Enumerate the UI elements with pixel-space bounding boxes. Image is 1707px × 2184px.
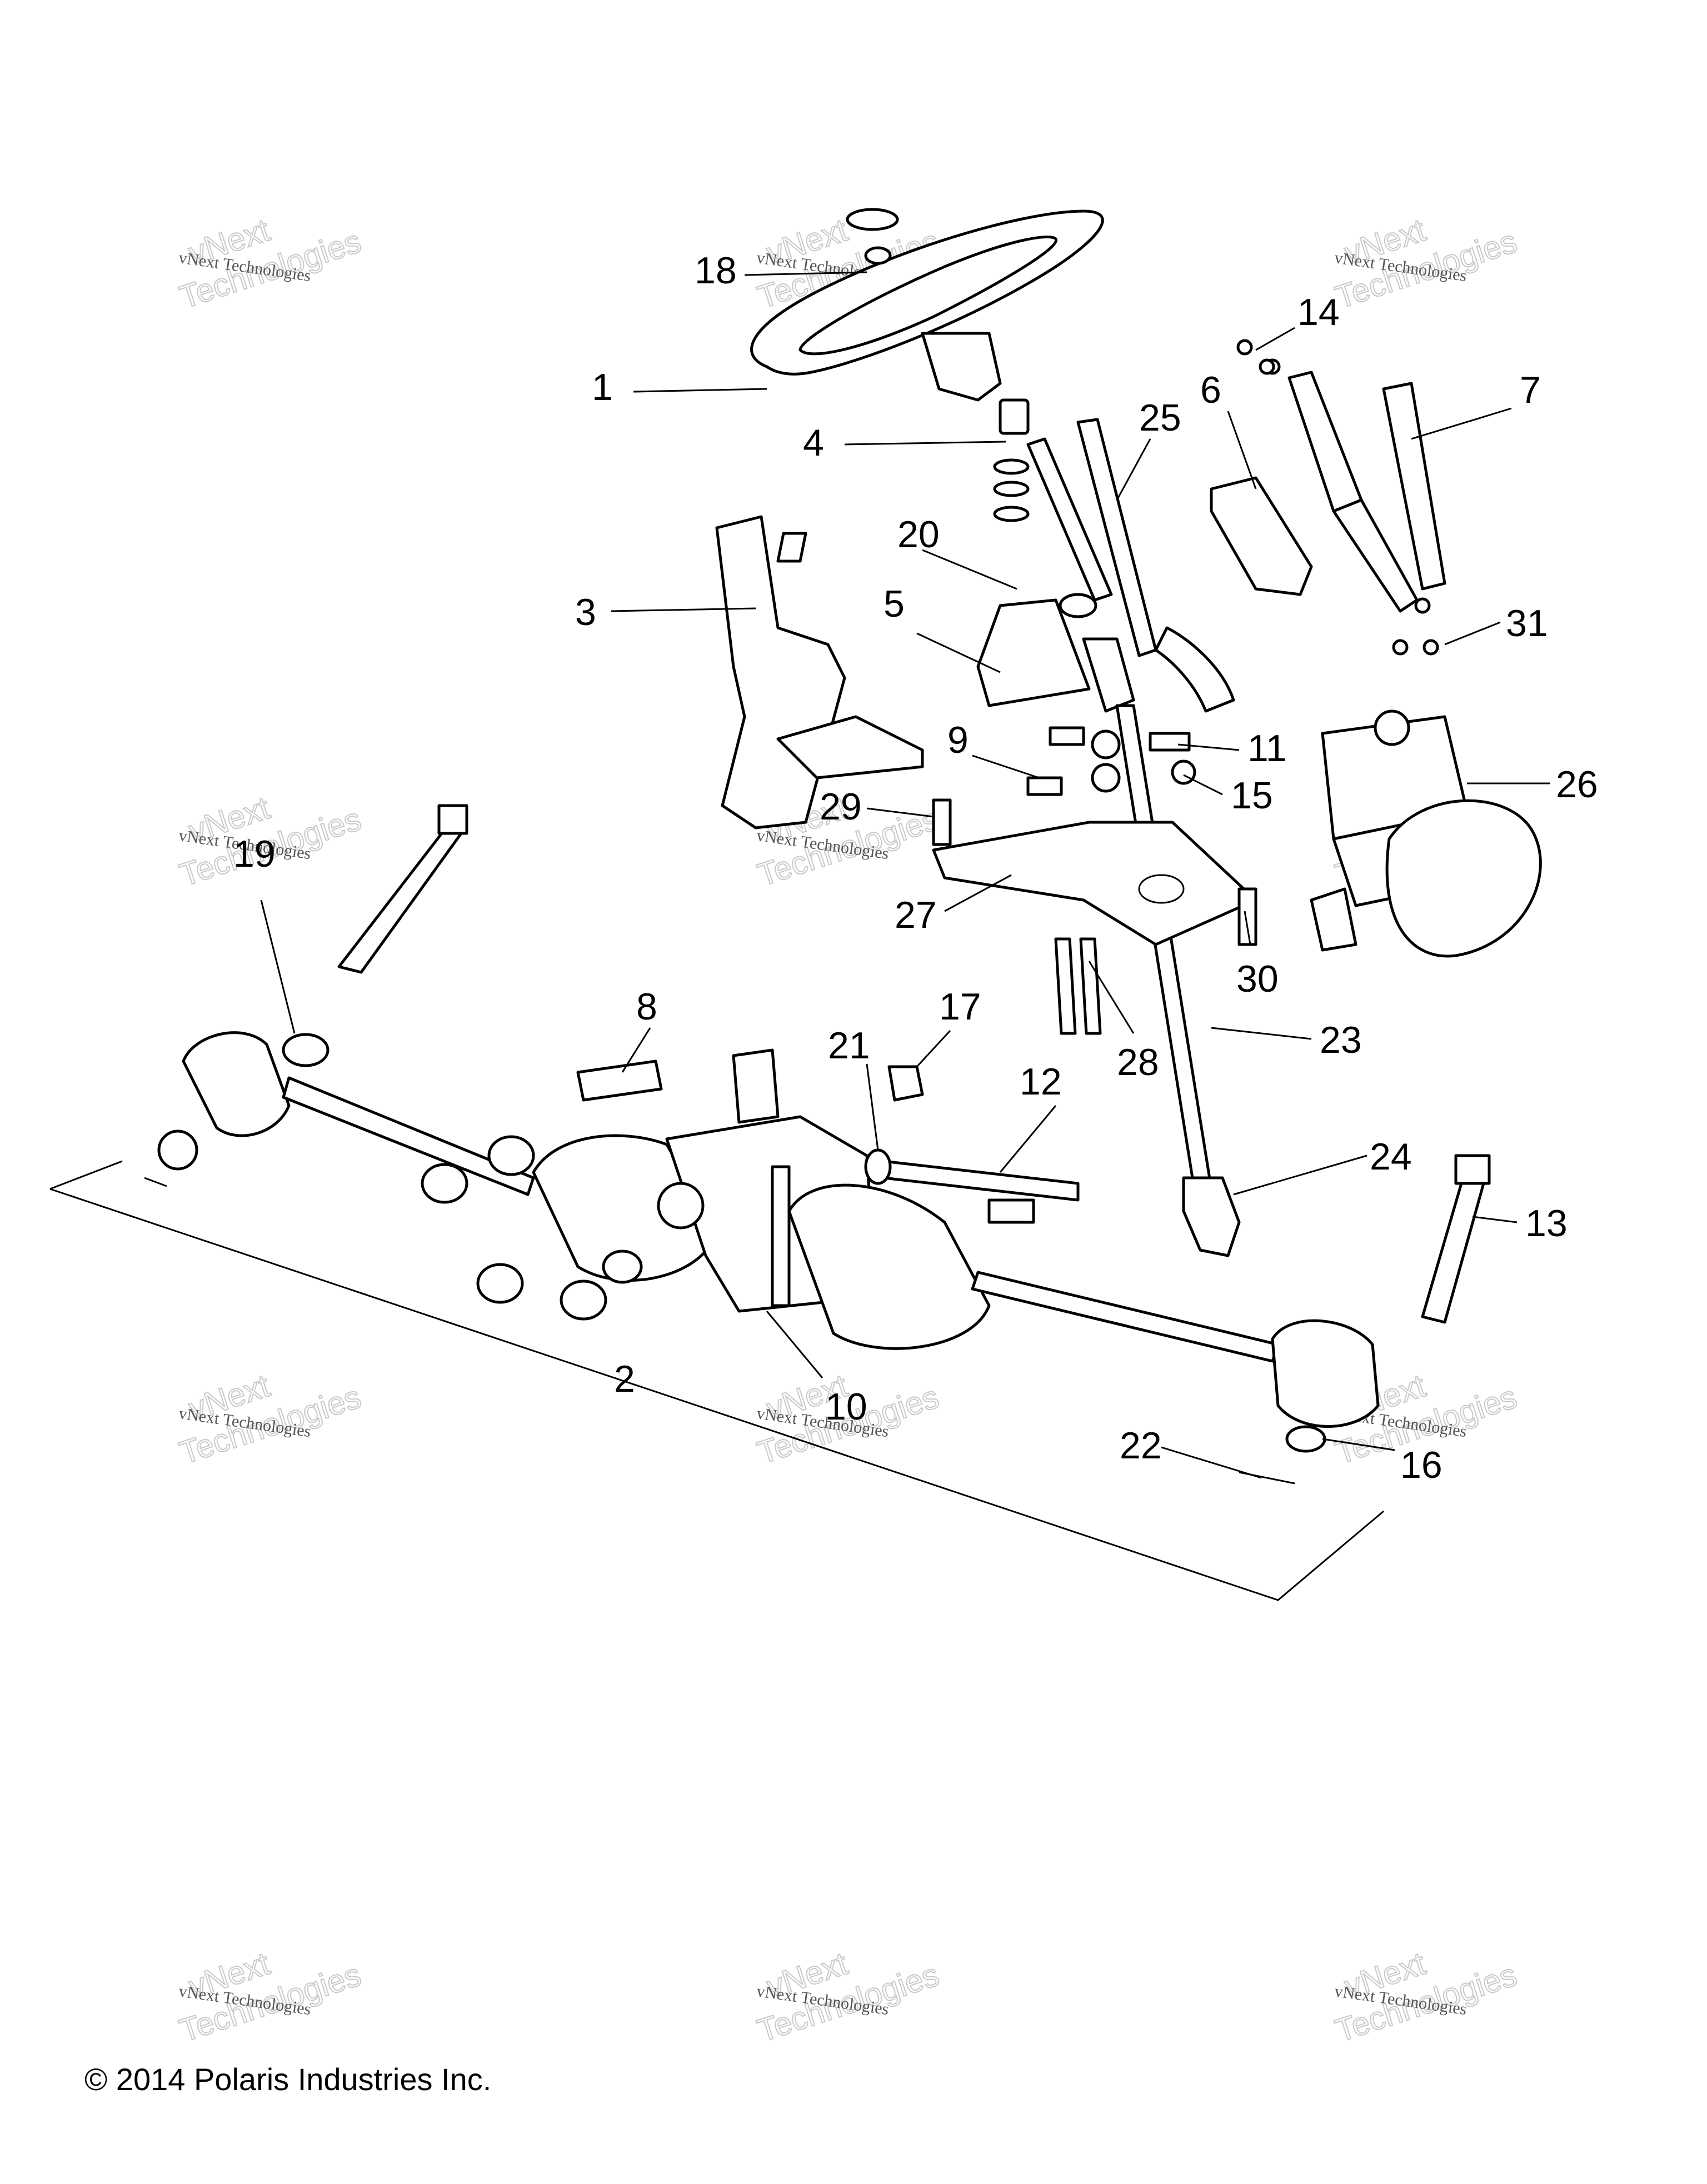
rack-bushings bbox=[421, 1135, 643, 1321]
callouts: 18 1 4 14 25 6 7 3 20 5 31 9 11 15 26 29… bbox=[233, 249, 1598, 1486]
watermark: vNext Technologies vNext Technologies bbox=[752, 1945, 944, 2050]
callout-2: 2 bbox=[614, 1358, 635, 1400]
callout-10: 10 bbox=[825, 1386, 867, 1428]
watermark: vNext Technologies vNext Technologies bbox=[174, 1945, 366, 2050]
callout-3: 3 bbox=[575, 591, 596, 633]
rack-bolts bbox=[576, 1059, 1080, 1224]
callout-9: 9 bbox=[947, 719, 969, 761]
callout-31: 31 bbox=[1506, 602, 1548, 644]
callout-8: 8 bbox=[636, 986, 657, 1028]
shaft-cover bbox=[976, 598, 1091, 707]
callout-21: 21 bbox=[828, 1024, 870, 1067]
callout-30: 30 bbox=[1236, 958, 1279, 1000]
callout-7: 7 bbox=[1520, 369, 1541, 411]
callout-11: 11 bbox=[1247, 727, 1287, 769]
mounting-plate bbox=[932, 821, 1257, 946]
watermark: vNext Technologies vNext Technologies bbox=[1330, 211, 1521, 316]
steering-wheel bbox=[750, 208, 1104, 402]
column-bracket bbox=[715, 515, 924, 829]
callout-24: 24 bbox=[1370, 1136, 1412, 1178]
callout-17: 17 bbox=[939, 986, 981, 1028]
column-bushing bbox=[993, 398, 1030, 522]
leader-lines bbox=[260, 271, 1550, 1479]
callout-1: 1 bbox=[592, 366, 613, 408]
callout-19: 19 bbox=[233, 833, 276, 875]
callout-22: 22 bbox=[1120, 1425, 1162, 1467]
callout-16: 16 bbox=[1400, 1444, 1443, 1486]
eps-unit bbox=[1310, 709, 1542, 958]
watermark: vNext Technologies vNext Technologies bbox=[174, 1367, 366, 1472]
copyright-notice: © 2014 Polaris Industries Inc. bbox=[84, 2062, 492, 2097]
bolts-plate bbox=[932, 798, 1257, 1035]
callout-27: 27 bbox=[895, 894, 937, 936]
watermark: vNext Technologies vNext Technologies bbox=[174, 211, 366, 316]
upper-steering-shaft bbox=[1026, 418, 1235, 713]
callout-14: 14 bbox=[1297, 291, 1340, 333]
tilt-cylinder bbox=[1264, 358, 1446, 614]
bolt-left-long bbox=[282, 804, 468, 1067]
callout-15: 15 bbox=[1231, 774, 1273, 817]
callout-28: 28 bbox=[1117, 1041, 1159, 1083]
callout-25: 25 bbox=[1139, 397, 1181, 439]
upper-cover bbox=[1210, 476, 1313, 596]
callout-20: 20 bbox=[897, 513, 940, 556]
bolts-center bbox=[1026, 726, 1196, 796]
callout-12: 12 bbox=[1020, 1061, 1062, 1103]
callout-4: 4 bbox=[803, 422, 824, 464]
callout-6: 6 bbox=[1200, 369, 1221, 411]
watermark: vNext Technologies vNext Technologies bbox=[1330, 1945, 1521, 2050]
steering-rack bbox=[49, 1031, 1384, 1601]
callout-26: 26 bbox=[1556, 763, 1598, 806]
callout-5: 5 bbox=[884, 583, 905, 625]
nut-small bbox=[1236, 339, 1439, 656]
callout-13: 13 bbox=[1525, 1202, 1568, 1245]
callout-18: 18 bbox=[695, 249, 737, 292]
callout-29: 29 bbox=[820, 786, 862, 828]
bolt-right-long bbox=[1421, 1154, 1491, 1324]
callout-23: 23 bbox=[1320, 1019, 1362, 1061]
